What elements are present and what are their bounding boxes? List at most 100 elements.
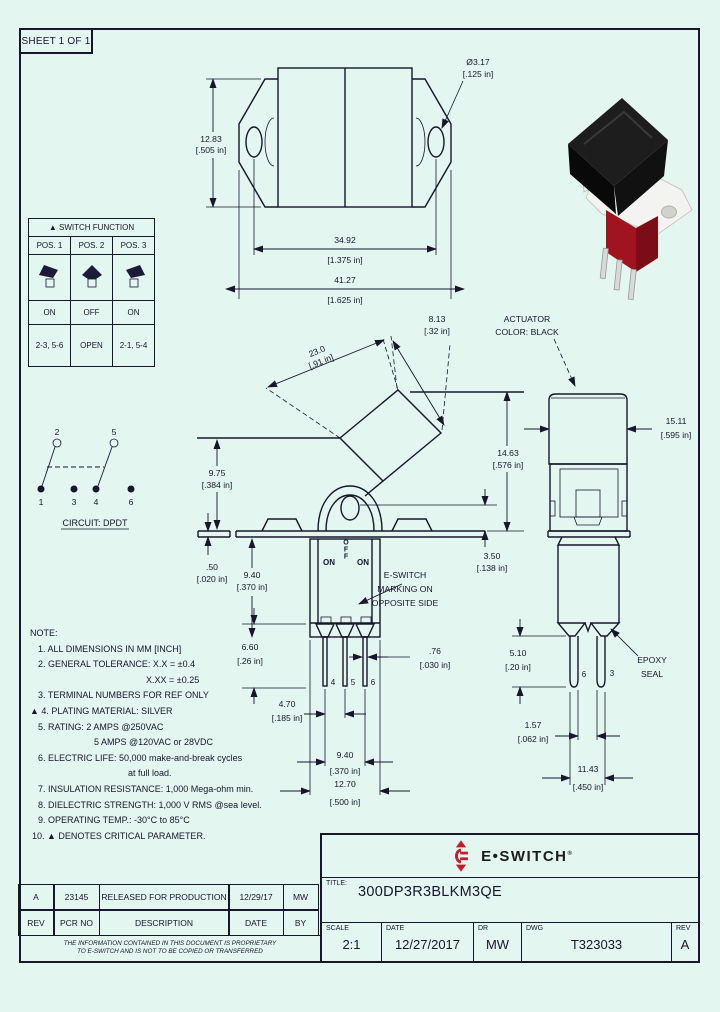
dim-value: 4.70: [279, 699, 296, 709]
switch-arms: [41, 446, 113, 487]
epoxy-seal-callout: EPOXY SEAL: [610, 628, 667, 679]
dim-value: 1.57: [525, 720, 542, 730]
dim-terminal-span: 9.40 [.370 in]: [297, 750, 393, 776]
dim-body-width: 12.70 [.500 in]: [280, 779, 410, 807]
dim-rocker-height: 9.75 [.384 in]: [194, 439, 240, 530]
dim-value: [1.375 in]: [327, 255, 362, 265]
pos1-connections: 2-3, 5-6: [28, 324, 71, 367]
pivot-hole: [340, 495, 360, 521]
note-line: 3. TERMINAL NUMBERS FOR REF ONLY: [38, 690, 209, 701]
terminal-6-number: 6: [371, 678, 376, 687]
circuit-caption: CIRCUIT: DPDT: [63, 518, 129, 528]
scale-value: 2:1: [342, 937, 361, 952]
function-table-header: ▲ SWITCH FUNCTION: [28, 218, 155, 237]
terminal-5-number: 5: [351, 678, 356, 687]
dim-value: [.20 in]: [505, 662, 531, 672]
dim-value: 15.11: [666, 416, 687, 426]
dim-value: .76: [429, 646, 441, 656]
dim-value: 9.40: [244, 570, 261, 580]
dim-value: [.138 in]: [477, 563, 508, 573]
note-line: at full load.: [128, 768, 172, 779]
rev-value: A: [680, 937, 690, 952]
brand-name: E•SWITCH®: [481, 848, 572, 865]
proprietary-line: TO E-SWITCH AND IS NOT TO BE COPIED OR T…: [77, 948, 263, 955]
by-header: BY: [282, 909, 319, 936]
dim-value: [.500 in]: [330, 797, 361, 807]
dim-plate-thickness: .50 [.020 in]: [197, 513, 228, 584]
dim-value: 14.63: [497, 448, 519, 458]
rocker-position-1-icon: [28, 254, 71, 301]
date-cell: DATE 12/27/2017: [382, 923, 474, 961]
rocker-position-2-icon: [70, 254, 113, 301]
note-line: 5 AMPS @120VAC or 28VDC: [94, 737, 214, 748]
drawn-by-cell: DR MW: [474, 923, 522, 961]
dim-value: [.370 in]: [330, 766, 361, 776]
dim-value: 3.50: [484, 551, 501, 561]
dim-pin-length: 5.10 [.20 in]: [505, 619, 566, 704]
part-number-title: 300DP3R3BLKM3QE: [358, 884, 502, 900]
dim-value: [.030 in]: [420, 660, 451, 670]
dim-terminal-pitch: 4.70 [.185 in]: [272, 699, 366, 723]
revision-header-row: REV PCR NO DESCRIPTION DATE BY: [17, 909, 321, 936]
dim-value: [.26 in]: [237, 656, 263, 666]
dim-value: 11.43: [578, 764, 599, 774]
actuator-color-callout: ACTUATOR COLOR: BLACK: [495, 314, 576, 387]
terminal-2-node: [52, 438, 62, 448]
dim-value: [.020 in]: [197, 574, 228, 584]
dim-pin-gap: 1.57 [.062 in]: [518, 690, 620, 744]
note-line: 2. GENERAL TOLERANCE: X.X = ±0.4: [38, 659, 196, 670]
product-body: [606, 210, 658, 272]
dim-terminal-width: .76 [.030 in]: [349, 646, 450, 670]
pos3-label: POS. 3: [112, 236, 155, 255]
callout-text: E-SWITCH: [384, 570, 427, 580]
dim-value: [.125 in]: [463, 69, 494, 79]
note-line: ▲ 4. PLATING MATERIAL: SILVER: [30, 705, 173, 716]
product-photo: [568, 98, 693, 301]
rocker-actuator-outline: [197, 389, 524, 497]
terminal-1-label: 1: [39, 497, 44, 507]
rev-value: A: [17, 883, 55, 911]
dim-overall-length: 41.27 [1.625 in]: [225, 170, 465, 305]
rev-header: REV: [17, 909, 55, 936]
callout-text: EPOXY: [637, 655, 667, 665]
dim-terminal-length: 6.60 [.26 in]: [237, 608, 306, 704]
dim-value: 9.75: [209, 468, 226, 478]
dim-value: 6.60: [242, 642, 259, 652]
eswitch-logo-icon: [455, 840, 469, 872]
scale-label: SCALE: [326, 925, 349, 932]
dim-value: [.450 in]: [573, 782, 604, 792]
epoxy-funnels: [314, 623, 376, 638]
marking-on-left: ON: [323, 558, 335, 567]
pos3-connections: 2-1, 5-4: [112, 324, 155, 367]
brand-registered-mark: ®: [567, 850, 572, 857]
circuit-schematic: 2 5 1 3 4 6 CIRCUIT: DPDT: [37, 427, 135, 530]
pos3-state: ON: [112, 300, 155, 325]
dim-pin-span: 11.43 [.450 in]: [542, 692, 633, 792]
marking-off-center: OFF: [342, 540, 349, 561]
dim-rocker-width: 8.13 [.32 in]: [390, 314, 451, 431]
bottom-terminal-nodes: [37, 485, 135, 493]
marking-note-callout: E-SWITCH MARKING ON OPPOSITE SIDE: [358, 570, 438, 608]
dim-value: 8.13: [429, 314, 446, 324]
title-block: E•SWITCH® TITLE: 300DP3R3BLKM3QE SCALE 2…: [320, 833, 700, 963]
terminal-6-number-side: 6: [582, 670, 587, 679]
side-view-drawing: ACTUATOR COLOR: BLACK 15.11 [.595 in]: [495, 314, 691, 792]
note-line: 9. OPERATING TEMP.: -30°C to 85°C: [38, 815, 190, 826]
dim-value: [.062 in]: [518, 734, 549, 744]
date-value: 12/29/17: [228, 883, 284, 911]
dim-value: Ø3.17: [466, 57, 490, 67]
brand-row: E•SWITCH®: [322, 835, 698, 878]
scale-cell: SCALE 2:1: [322, 923, 382, 961]
sheet-number-box: SHEET 1 OF 1: [19, 28, 93, 54]
dim-rocker-length: 23.0 [.91 in]: [265, 338, 399, 439]
sheet-number-label: SHEET 1 OF 1: [21, 35, 91, 47]
dim-hole-diameter: Ø3.17 [.125 in]: [441, 57, 494, 129]
note-line: X.XX = ±0.25: [146, 674, 200, 685]
side-rocker-outline: [548, 393, 628, 465]
note-line: 7. INSULATION RESISTANCE: 1,000 Mega-ohm…: [38, 783, 254, 794]
switch-function-table: ▲ SWITCH FUNCTION POS. 1 POS. 2 POS. 3 O…: [28, 218, 155, 367]
rev-label: REV: [676, 925, 691, 932]
terminal-4-label: 4: [94, 497, 99, 507]
callout-text: ACTUATOR: [504, 314, 550, 324]
